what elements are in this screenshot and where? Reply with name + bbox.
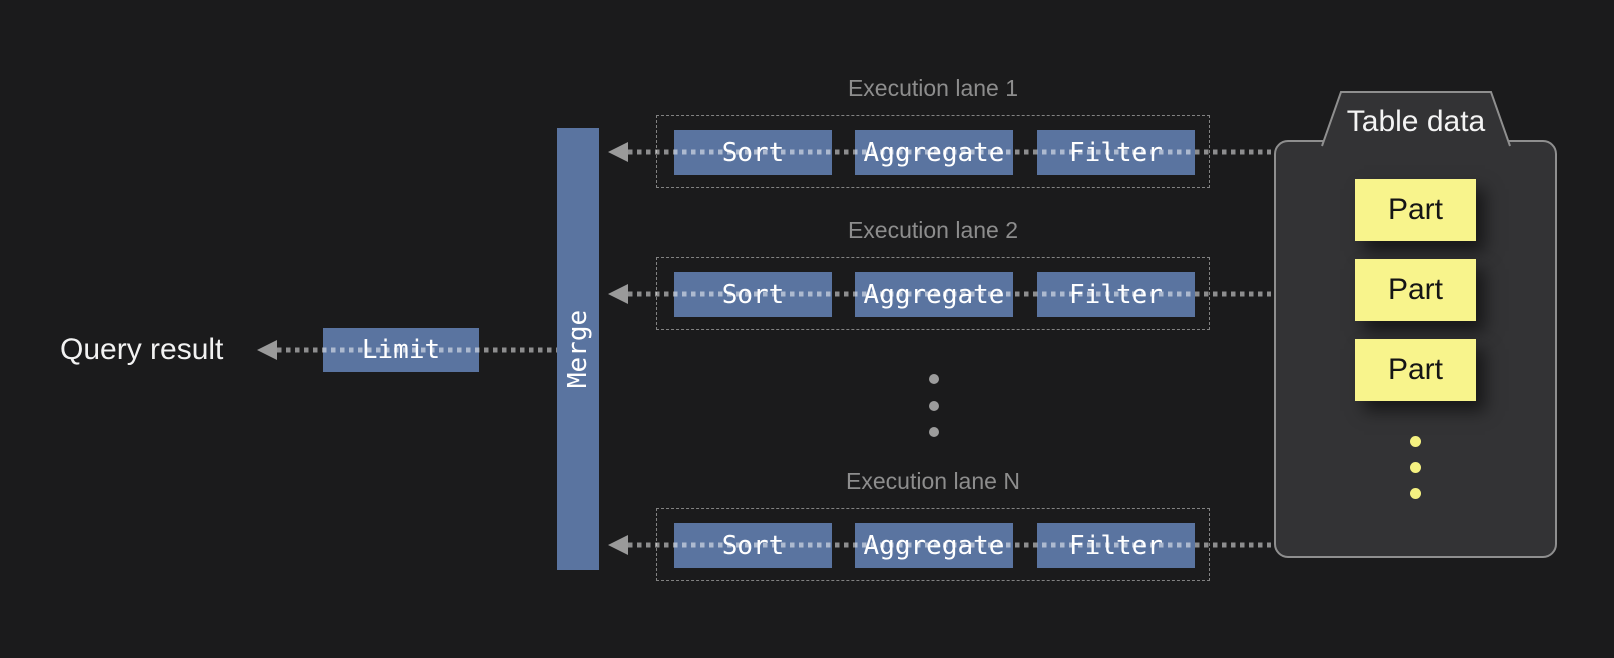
lane-1-title: Execution lane 1 xyxy=(847,75,1019,101)
merge-operator-bar: Merge xyxy=(557,128,599,570)
lane-2-aggregate-box: Aggregate xyxy=(855,272,1013,317)
query-result-label: Query result xyxy=(60,333,224,366)
lane-1-filter-box: Filter xyxy=(1037,130,1195,175)
lane-2-sort-box: Sort xyxy=(674,272,832,317)
table-part-box: Part xyxy=(1355,339,1476,401)
lane-1-filter-label: Filter xyxy=(1069,137,1163,168)
table-data-title: Table data xyxy=(1346,105,1486,138)
arrow-left-icon xyxy=(608,142,628,162)
merge-operator-label: Merge xyxy=(563,309,593,389)
lane-2-title: Execution lane 2 xyxy=(847,217,1019,243)
lane-n-sort-box: Sort xyxy=(674,523,832,568)
parts-ellipsis-dot xyxy=(1410,488,1421,499)
limit-operator-label: Limit xyxy=(361,335,441,365)
lane-1-aggregate-label: Aggregate xyxy=(863,137,1005,168)
lane-n-filter-label: Filter xyxy=(1069,530,1163,561)
lane-n-title: Execution lane N xyxy=(846,468,1020,494)
parts-ellipsis-dot xyxy=(1410,462,1421,473)
lanes-ellipsis-dot xyxy=(929,401,939,411)
lane-1-sort-label: Sort xyxy=(721,137,785,168)
lane-2-filter-label: Filter xyxy=(1069,279,1163,310)
arrow-left-icon xyxy=(608,284,628,304)
table-part-box: Part xyxy=(1355,179,1476,241)
parts-ellipsis-dot xyxy=(1410,436,1421,447)
limit-operator-box: Limit xyxy=(323,328,479,372)
lane-2-sort-label: Sort xyxy=(721,279,785,310)
lane-n-filter-box: Filter xyxy=(1037,523,1195,568)
lane-1-aggregate-box: Aggregate xyxy=(855,130,1013,175)
lane-2-aggregate-label: Aggregate xyxy=(863,279,1005,310)
lane-n-aggregate-label: Aggregate xyxy=(863,530,1005,561)
lanes-ellipsis-dot xyxy=(929,427,939,437)
lanes-ellipsis-dot xyxy=(929,374,939,384)
lane-1-sort-box: Sort xyxy=(674,130,832,175)
lane-2-filter-box: Filter xyxy=(1037,272,1195,317)
lane-n-sort-label: Sort xyxy=(721,530,785,561)
table-part-box: Part xyxy=(1355,259,1476,321)
lane-n-aggregate-box: Aggregate xyxy=(855,523,1013,568)
arrow-left-icon xyxy=(608,535,628,555)
arrow-left-icon xyxy=(257,340,277,360)
